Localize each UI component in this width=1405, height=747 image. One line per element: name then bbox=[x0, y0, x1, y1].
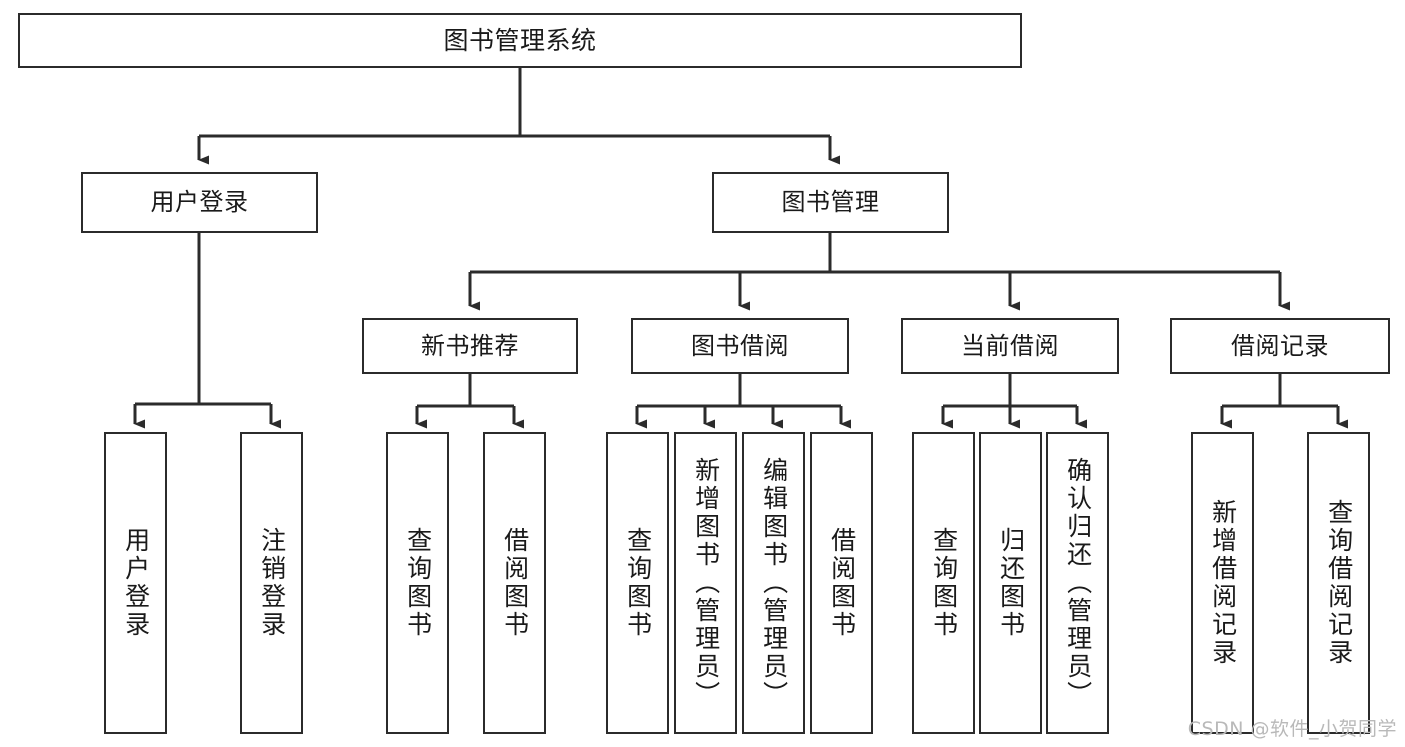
node-label: 新增图书（管理员） bbox=[691, 457, 721, 709]
node-book-management[interactable]: 图书管理 bbox=[712, 172, 949, 233]
node-label: 图书借阅 bbox=[691, 331, 789, 360]
node-leaf-user-login[interactable]: 用户登录 bbox=[104, 432, 167, 734]
node-label: 当前借阅 bbox=[961, 331, 1059, 360]
node-leaf-return-book[interactable]: 归还图书 bbox=[979, 432, 1042, 734]
node-label: 新书推荐 bbox=[421, 331, 519, 360]
node-label: 确认归还（管理员） bbox=[1063, 457, 1093, 709]
node-label: 借阅图书 bbox=[827, 527, 857, 639]
node-label: 查询图书 bbox=[403, 527, 433, 639]
node-label: 新增借阅记录 bbox=[1208, 499, 1238, 667]
node-label: 用户登录 bbox=[150, 188, 249, 217]
node-label: 图书管理系统 bbox=[443, 25, 597, 55]
node-leaf-query-book-current[interactable]: 查询图书 bbox=[912, 432, 975, 734]
node-current-borrowing[interactable]: 当前借阅 bbox=[901, 318, 1119, 374]
node-label: 图书管理 bbox=[781, 188, 880, 217]
node-leaf-query-book-borrow[interactable]: 查询图书 bbox=[606, 432, 669, 734]
node-label: 编辑图书（管理员） bbox=[759, 457, 789, 709]
node-label: 查询借阅记录 bbox=[1324, 499, 1354, 667]
node-borrowing-records[interactable]: 借阅记录 bbox=[1170, 318, 1390, 374]
node-new-book-recommendation[interactable]: 新书推荐 bbox=[362, 318, 578, 374]
node-label: 用户登录 bbox=[121, 527, 151, 639]
node-book-borrowing[interactable]: 图书借阅 bbox=[631, 318, 849, 374]
node-label: 注销登录 bbox=[257, 527, 287, 639]
node-leaf-edit-book-admin[interactable]: 编辑图书（管理员） bbox=[742, 432, 805, 734]
node-leaf-confirm-return-admin[interactable]: 确认归还（管理员） bbox=[1046, 432, 1109, 734]
node-leaf-logout[interactable]: 注销登录 bbox=[240, 432, 303, 734]
node-root-system[interactable]: 图书管理系统 bbox=[18, 13, 1022, 68]
node-leaf-add-book-admin[interactable]: 新增图书（管理员） bbox=[674, 432, 737, 734]
node-label: 查询图书 bbox=[929, 527, 959, 639]
csdn-watermark: CSDN @软件_小贺同学 bbox=[1187, 718, 1397, 740]
node-leaf-query-book-recommend[interactable]: 查询图书 bbox=[386, 432, 449, 734]
node-label: 借阅记录 bbox=[1231, 331, 1329, 360]
node-leaf-query-borrow-record[interactable]: 查询借阅记录 bbox=[1307, 432, 1370, 734]
node-label: 借阅图书 bbox=[500, 527, 530, 639]
node-leaf-borrow-book-recommend[interactable]: 借阅图书 bbox=[483, 432, 546, 734]
node-label: 归还图书 bbox=[996, 527, 1026, 639]
node-leaf-borrow-book[interactable]: 借阅图书 bbox=[810, 432, 873, 734]
node-user-login[interactable]: 用户登录 bbox=[81, 172, 318, 233]
node-label: 查询图书 bbox=[623, 527, 653, 639]
node-leaf-add-borrow-record[interactable]: 新增借阅记录 bbox=[1191, 432, 1254, 734]
